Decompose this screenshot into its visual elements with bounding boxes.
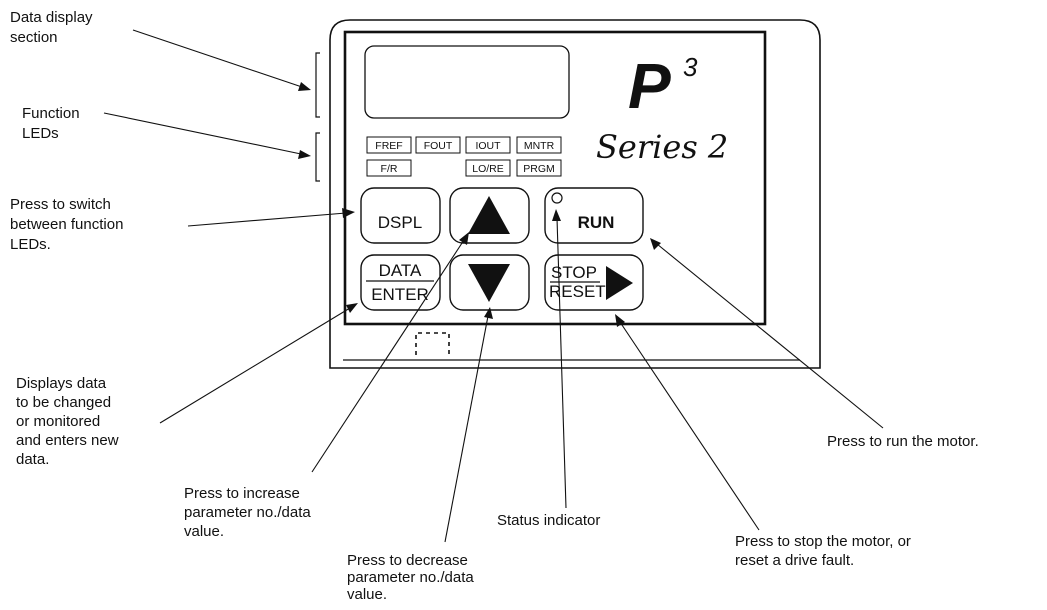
- up-arrow-icon: [468, 196, 510, 234]
- callout-increase-key-line: value.: [184, 523, 224, 540]
- leds-bracket: [315, 132, 320, 182]
- led-fref-label: FREF: [375, 140, 402, 152]
- callout-function-leds-line: LEDs: [22, 125, 59, 142]
- led-fout-box: [415, 136, 461, 154]
- callout-stop-key-line: Press to stop the motor, or: [735, 533, 911, 550]
- callout-increase-key-line: Press to increase: [184, 485, 300, 502]
- data-display-window: [364, 45, 570, 119]
- led-fr-box: [366, 159, 412, 177]
- status-indicator-led: [551, 192, 563, 204]
- run-button-label: RUN: [578, 213, 615, 232]
- led-fr-label: F/R: [381, 163, 398, 175]
- callout-data-display-line: Data display: [10, 9, 93, 26]
- callout-data-enter-key-line: Displays data: [16, 375, 107, 392]
- play-arrow-icon: [606, 266, 633, 300]
- connector-outline: [415, 332, 450, 355]
- callout-decrease-key: Press to decrease parameter no./data val…: [347, 552, 478, 603]
- down-arrow-icon: [468, 264, 510, 302]
- stop-button-label: STOP: [551, 263, 597, 282]
- callout-stop-key-line: reset a drive fault.: [735, 552, 854, 569]
- led-fref-box: [366, 136, 412, 154]
- callout-dspl-key-line: Press to switch: [10, 196, 111, 213]
- callout-data-enter-key-line: data.: [16, 451, 49, 468]
- brand-superscript: 3: [683, 52, 698, 82]
- down-button[interactable]: [449, 254, 530, 311]
- callout-run-key-line: Press to run the motor.: [827, 433, 979, 450]
- led-lore-label: LO/RE: [472, 163, 504, 175]
- led-mntr-label: MNTR: [524, 140, 555, 152]
- led-iout-label: IOUT: [475, 140, 501, 152]
- callout-increase-key: Press to increase parameter no./data val…: [184, 485, 315, 540]
- led-lore-box: [465, 159, 511, 177]
- leader-lines: [103, 29, 884, 543]
- led-iout-box: [465, 136, 511, 154]
- callout-run-key: Press to run the motor.: [827, 433, 979, 450]
- display-bracket: [315, 52, 320, 118]
- led-mntr-box: [516, 136, 562, 154]
- callout-dspl-key-line: LEDs.: [10, 236, 51, 253]
- callout-data-display-line: section: [10, 29, 58, 46]
- enter-button-label: ENTER: [371, 285, 429, 304]
- run-button[interactable]: RUN: [544, 187, 644, 244]
- callout-decrease-key-line: Press to decrease: [347, 552, 468, 569]
- reset-button-label: RESET: [549, 282, 606, 301]
- brand-series: Series 2: [596, 128, 728, 166]
- dspl-button-label: DSPL: [378, 213, 422, 232]
- callout-stop-key: Press to stop the motor, or reset a driv…: [735, 533, 915, 569]
- brand-p: P: [628, 50, 671, 122]
- up-button[interactable]: [449, 187, 530, 244]
- callout-dspl-key-line: between function: [10, 216, 123, 233]
- callout-increase-key-line: parameter no./data: [184, 504, 311, 521]
- data-enter-button[interactable]: DATA ENTER: [360, 254, 441, 311]
- callout-status-indicator: Status indicator: [497, 512, 600, 529]
- callout-data-enter-key: Displays data to be changed or monitored…: [16, 375, 123, 468]
- callout-data-enter-key-line: and enters new: [16, 432, 119, 449]
- callout-decrease-key-line: value.: [347, 586, 387, 603]
- stop-reset-button[interactable]: STOP RESET: [544, 254, 644, 311]
- dspl-button[interactable]: DSPL: [360, 187, 441, 244]
- callout-data-display: Data display section: [10, 9, 97, 46]
- callout-function-leds-line: Function: [22, 105, 80, 122]
- data-button-label: DATA: [379, 261, 422, 280]
- led-prgm-label: PRGM: [523, 163, 555, 175]
- led-prgm-box: [516, 159, 562, 177]
- callout-function-leds: Function LEDs: [22, 105, 84, 142]
- callout-decrease-key-line: parameter no./data: [347, 569, 474, 586]
- led-fout-label: FOUT: [424, 140, 453, 152]
- callout-data-enter-key-line: to be changed: [16, 394, 111, 411]
- callout-dspl-key: Press to switch between function LEDs.: [10, 196, 128, 253]
- leader-arrowheads: [298, 82, 661, 327]
- callout-data-enter-key-line: or monitored: [16, 413, 100, 430]
- callout-status-indicator-line: Status indicator: [497, 512, 600, 529]
